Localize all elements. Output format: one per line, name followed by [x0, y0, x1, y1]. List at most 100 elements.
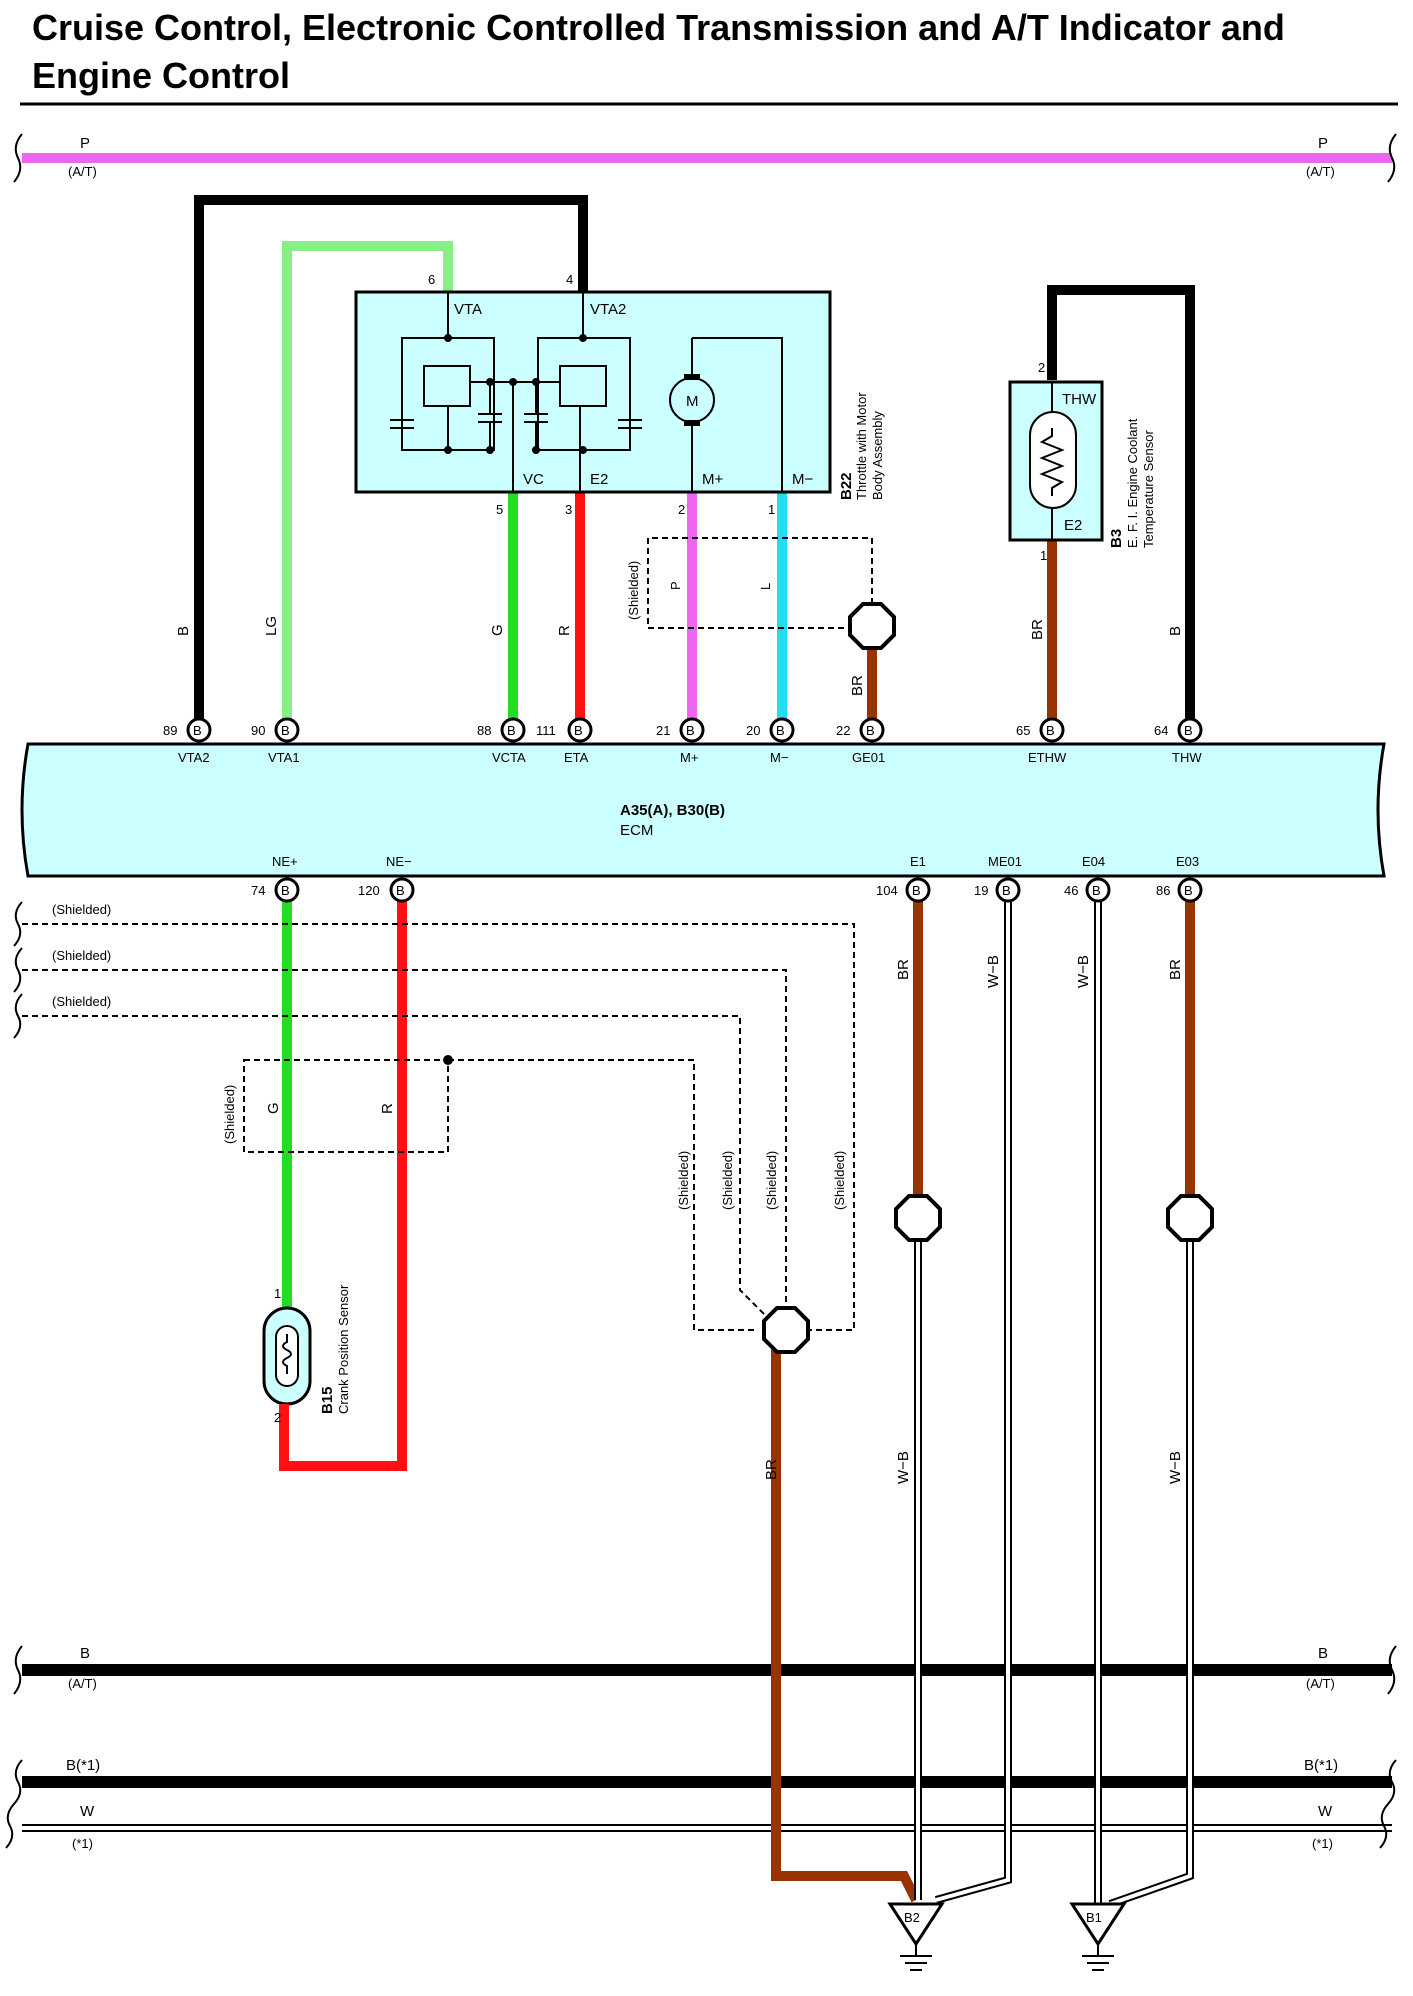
svg-text:NE−: NE−: [386, 854, 412, 869]
svg-text:B: B: [776, 723, 785, 738]
wire-label-e1-lower: W−B: [895, 1451, 912, 1484]
svg-text:(Shielded): (Shielded): [626, 561, 641, 620]
svg-text:(*1): (*1): [1312, 1836, 1333, 1851]
svg-text:22: 22: [836, 723, 850, 738]
shield-splice-icon: [443, 1055, 453, 1065]
svg-text:2: 2: [274, 1410, 281, 1425]
svg-text:VTA2: VTA2: [178, 750, 210, 765]
svg-text:B(*1): B(*1): [66, 1757, 100, 1774]
upper-wires: [194, 195, 1195, 730]
ground-b1-icon: B1: [1069, 1902, 1127, 1971]
svg-text:Crank Position Sensor: Crank Position Sensor: [336, 1284, 351, 1414]
svg-text:M+: M+: [680, 750, 698, 765]
shield-lines: [22, 923, 855, 1331]
title-line-1: Cruise Control, Electronic Controlled Tr…: [32, 7, 1285, 48]
pickup-coil-icon: [275, 1325, 299, 1387]
shield-junction-icon: [848, 602, 896, 650]
wire-label-e04: W−B: [1075, 955, 1092, 988]
svg-text:E03: E03: [1176, 854, 1199, 869]
shield-label-2: (Shielded): [52, 948, 111, 963]
svg-text:111: 111: [536, 723, 556, 738]
wire-label-eta: R: [556, 625, 573, 636]
lower-bus-brackets: [5, 1759, 1397, 1849]
svg-text:B: B: [193, 723, 202, 738]
wire-label-e1: BR: [895, 959, 912, 980]
ground-b2-icon: B2: [887, 1902, 945, 1971]
svg-text:B: B: [866, 723, 875, 738]
svg-text:B: B: [1184, 883, 1193, 898]
svg-text:B: B: [396, 883, 405, 898]
svg-text:VCTA: VCTA: [492, 750, 526, 765]
svg-text:(*1): (*1): [72, 1836, 93, 1851]
svg-text:89: 89: [163, 723, 177, 738]
svg-text:P: P: [1318, 135, 1328, 152]
svg-text:E. F. I. Engine Coolant: E. F. I. Engine Coolant: [1125, 418, 1140, 548]
svg-text:5: 5: [496, 502, 503, 517]
svg-text:74: 74: [251, 883, 265, 898]
svg-text:VTA2: VTA2: [590, 301, 626, 318]
lower-wires: [279, 890, 1195, 1903]
svg-text:E2: E2: [1064, 517, 1082, 534]
svg-text:ETA: ETA: [564, 750, 589, 765]
shield-label-v3: (Shielded): [764, 1151, 779, 1210]
svg-text:E2: E2: [590, 471, 608, 488]
wire-label-vta2: B: [175, 626, 192, 636]
svg-text:Throttle with Motor: Throttle with Motor: [854, 392, 869, 500]
w1-bus: W (*1) W (*1): [22, 1803, 1392, 1851]
svg-text:B: B: [1002, 883, 1011, 898]
throttle-code: B22: [838, 472, 855, 500]
svg-text:65: 65: [1016, 723, 1030, 738]
svg-text:46: 46: [1064, 883, 1078, 898]
svg-text:B: B: [1046, 723, 1055, 738]
svg-text:1: 1: [274, 1286, 281, 1301]
ecm-box: A35(A), B30(B) ECM: [20, 742, 1386, 878]
svg-text:W: W: [1318, 1803, 1333, 1820]
svg-text:E1: E1: [910, 854, 926, 869]
svg-text:P: P: [80, 135, 90, 152]
svg-text:B: B: [1184, 723, 1193, 738]
svg-text:B: B: [281, 723, 290, 738]
wire-label-vcta: G: [489, 624, 506, 636]
svg-text:(A/T): (A/T): [68, 1676, 97, 1691]
svg-text:88: 88: [477, 723, 491, 738]
svg-text:VTA1: VTA1: [268, 750, 300, 765]
b1-bus: B(*1) B(*1): [22, 1757, 1392, 1788]
svg-text:104: 104: [876, 883, 898, 898]
svg-text:20: 20: [746, 723, 760, 738]
shield-label-v2: (Shielded): [720, 1151, 735, 1210]
svg-text:21: 21: [656, 723, 670, 738]
svg-text:B(*1): B(*1): [1304, 1757, 1338, 1774]
svg-text:NE+: NE+: [272, 854, 298, 869]
throttle-pin-6: 6: [428, 272, 435, 287]
svg-text:1: 1: [768, 502, 775, 517]
svg-text:B: B: [1318, 1645, 1328, 1662]
bottom-b-bus: B (A/T) B (A/T): [13, 1645, 1397, 1695]
svg-text:B: B: [574, 723, 583, 738]
crank-code: B15: [319, 1386, 336, 1414]
svg-text:B: B: [80, 1645, 90, 1662]
svg-text:ETHW: ETHW: [1028, 750, 1067, 765]
wire-label-crank-r: R: [379, 1103, 396, 1114]
thermistor-icon: [1029, 411, 1077, 509]
svg-text:ME01: ME01: [988, 854, 1022, 869]
crank-sensor: 1 2 B15 Crank Position Sensor: [262, 1284, 351, 1425]
coolant-sensor: 2 1 THW E2 B3 E. F. I. Engine Coolant Te…: [1008, 360, 1156, 563]
bus-crossings: [771, 1650, 1194, 1850]
svg-text:GE01: GE01: [852, 750, 885, 765]
shield-label-v1: (Shielded): [676, 1151, 691, 1210]
shield-label-v4: (Shielded): [832, 1151, 847, 1210]
e03-junction-icon: [1166, 1194, 1214, 1242]
motor-brush-bottom-icon: [684, 420, 700, 426]
wire-label-e03-lower: W−B: [1167, 1451, 1184, 1484]
e1-junction-icon: [894, 1194, 942, 1242]
shield-label-3: (Shielded): [52, 994, 111, 1009]
